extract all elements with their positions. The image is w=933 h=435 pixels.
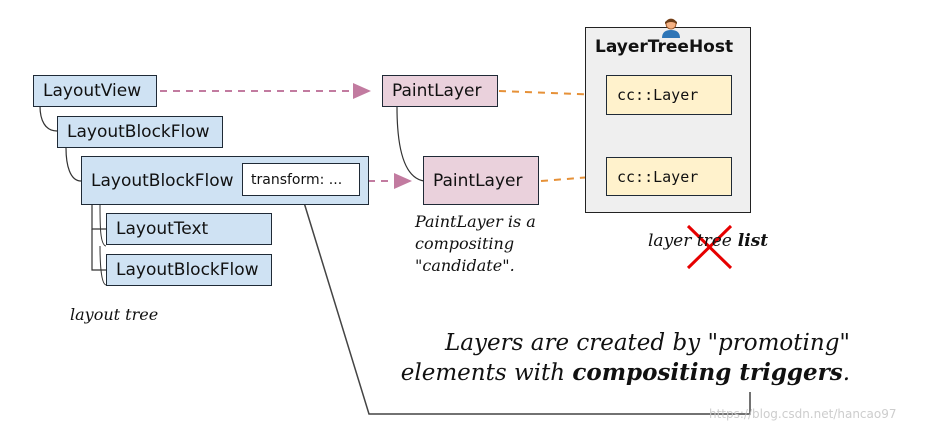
watermark: https://blog.csdn.net/hancao97	[709, 407, 897, 421]
tree-edge-blockflow-text	[91, 204, 106, 230]
paint-note-line-3: "candidate".	[415, 256, 515, 275]
layout-blockflow-node-3: LayoutBlockFlow	[106, 254, 272, 286]
tree-edge-inner2	[99, 245, 107, 286]
layer-tree-host-title: LayerTreeHost	[595, 37, 734, 57]
user-avatar-icon	[662, 18, 680, 38]
list-word: list	[731, 231, 769, 251]
arrow-caption-to-transform	[298, 190, 751, 415]
paint-edge	[396, 106, 425, 182]
cross-stroke-2	[686, 224, 733, 270]
tree-edge-inner	[99, 203, 107, 247]
caption-post: .	[842, 360, 850, 386]
tree-edge-view-blockflow	[39, 105, 58, 132]
main-caption-line-1: Layers are created by "promoting"	[445, 330, 850, 356]
paint-layer-2: PaintLayer	[423, 156, 539, 205]
caption-pre: elements with	[400, 360, 573, 386]
paint-note-line-2: compositing	[415, 234, 515, 253]
tree-edge-blockflow-blockflow	[65, 147, 82, 182]
transform-property-box: transform: ...	[242, 163, 360, 196]
main-caption-line-2: elements with compositing triggers.	[395, 358, 850, 388]
paint-layer-1: PaintLayer	[382, 75, 498, 107]
layout-blockflow-node-1: LayoutBlockFlow	[57, 116, 223, 148]
tree-word-struck: tree	[696, 231, 732, 251]
arrow-paint-to-cclayer-1	[498, 86, 606, 103]
layout-view-node: LayoutView	[33, 75, 157, 107]
layout-text-node: LayoutText	[106, 213, 272, 245]
layout-blockflow-label: LayoutBlockFlow	[91, 170, 234, 191]
tree-edge-blockflow-blockflow2	[91, 229, 106, 271]
layer-word: layer	[648, 231, 697, 251]
layer-tree-list-label: layer tree list	[648, 231, 768, 251]
caption-bold: compositing triggers	[572, 359, 843, 386]
cc-layer-2: cc::Layer	[606, 157, 732, 196]
layout-tree-caption: layout tree	[70, 305, 159, 324]
paint-note-line-1: PaintLayer is a	[415, 212, 536, 231]
main-caption: Layers are created by "promoting" elemen…	[395, 328, 850, 388]
cc-layer-1: cc::Layer	[606, 75, 732, 115]
paint-layer-note: PaintLayer is a compositing "candidate".	[415, 211, 536, 277]
